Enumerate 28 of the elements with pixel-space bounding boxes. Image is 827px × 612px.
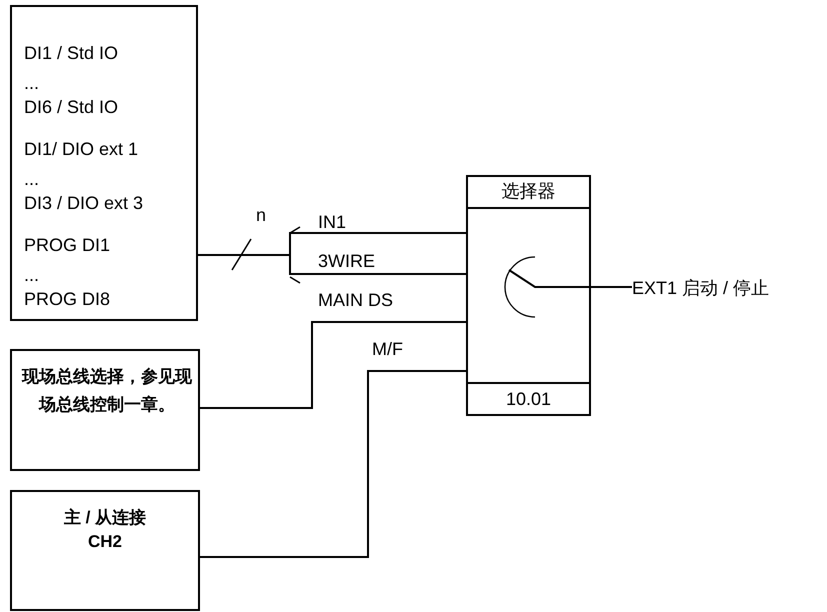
signal-name: DI6 / Std IO [24,97,118,117]
source-box [10,349,200,471]
box-text: CH2 [86,532,123,552]
signal-name: ... [24,169,40,189]
signal-name: ... [24,73,40,93]
connector-line [200,370,466,558]
connector-line [591,286,632,288]
edge-label: M/F [372,339,403,359]
signal-name: EXT1 启动 / 停止 [632,278,770,298]
signal-name: PROG DI1 [24,235,110,255]
signal-name: DI1/ DIO ext 1 [24,139,138,159]
box-text: 主 / 从连接 [62,508,148,528]
bus-width-label: n [256,205,266,225]
signal-name: ... [24,265,40,285]
parameter-number: 10.01 [504,389,552,409]
source-box [10,490,200,611]
edge-label: 3WIRE [318,251,376,271]
edge-label: MAIN DS [318,290,394,310]
signal-name: DI1 / Std IO [24,43,118,63]
input-list-box [10,5,198,321]
signal-name: PROG DI8 [24,289,110,309]
edge-label: IN1 [318,212,346,232]
connector-line [198,254,466,275]
box-text: 现场总线选择，参见现场总线控制一章。 [22,366,192,416]
block-title: 选择器 [500,181,556,201]
connector-line [200,321,466,409]
selector-box [466,175,591,416]
signal-name: DI3 / DIO ext 3 [24,193,144,213]
